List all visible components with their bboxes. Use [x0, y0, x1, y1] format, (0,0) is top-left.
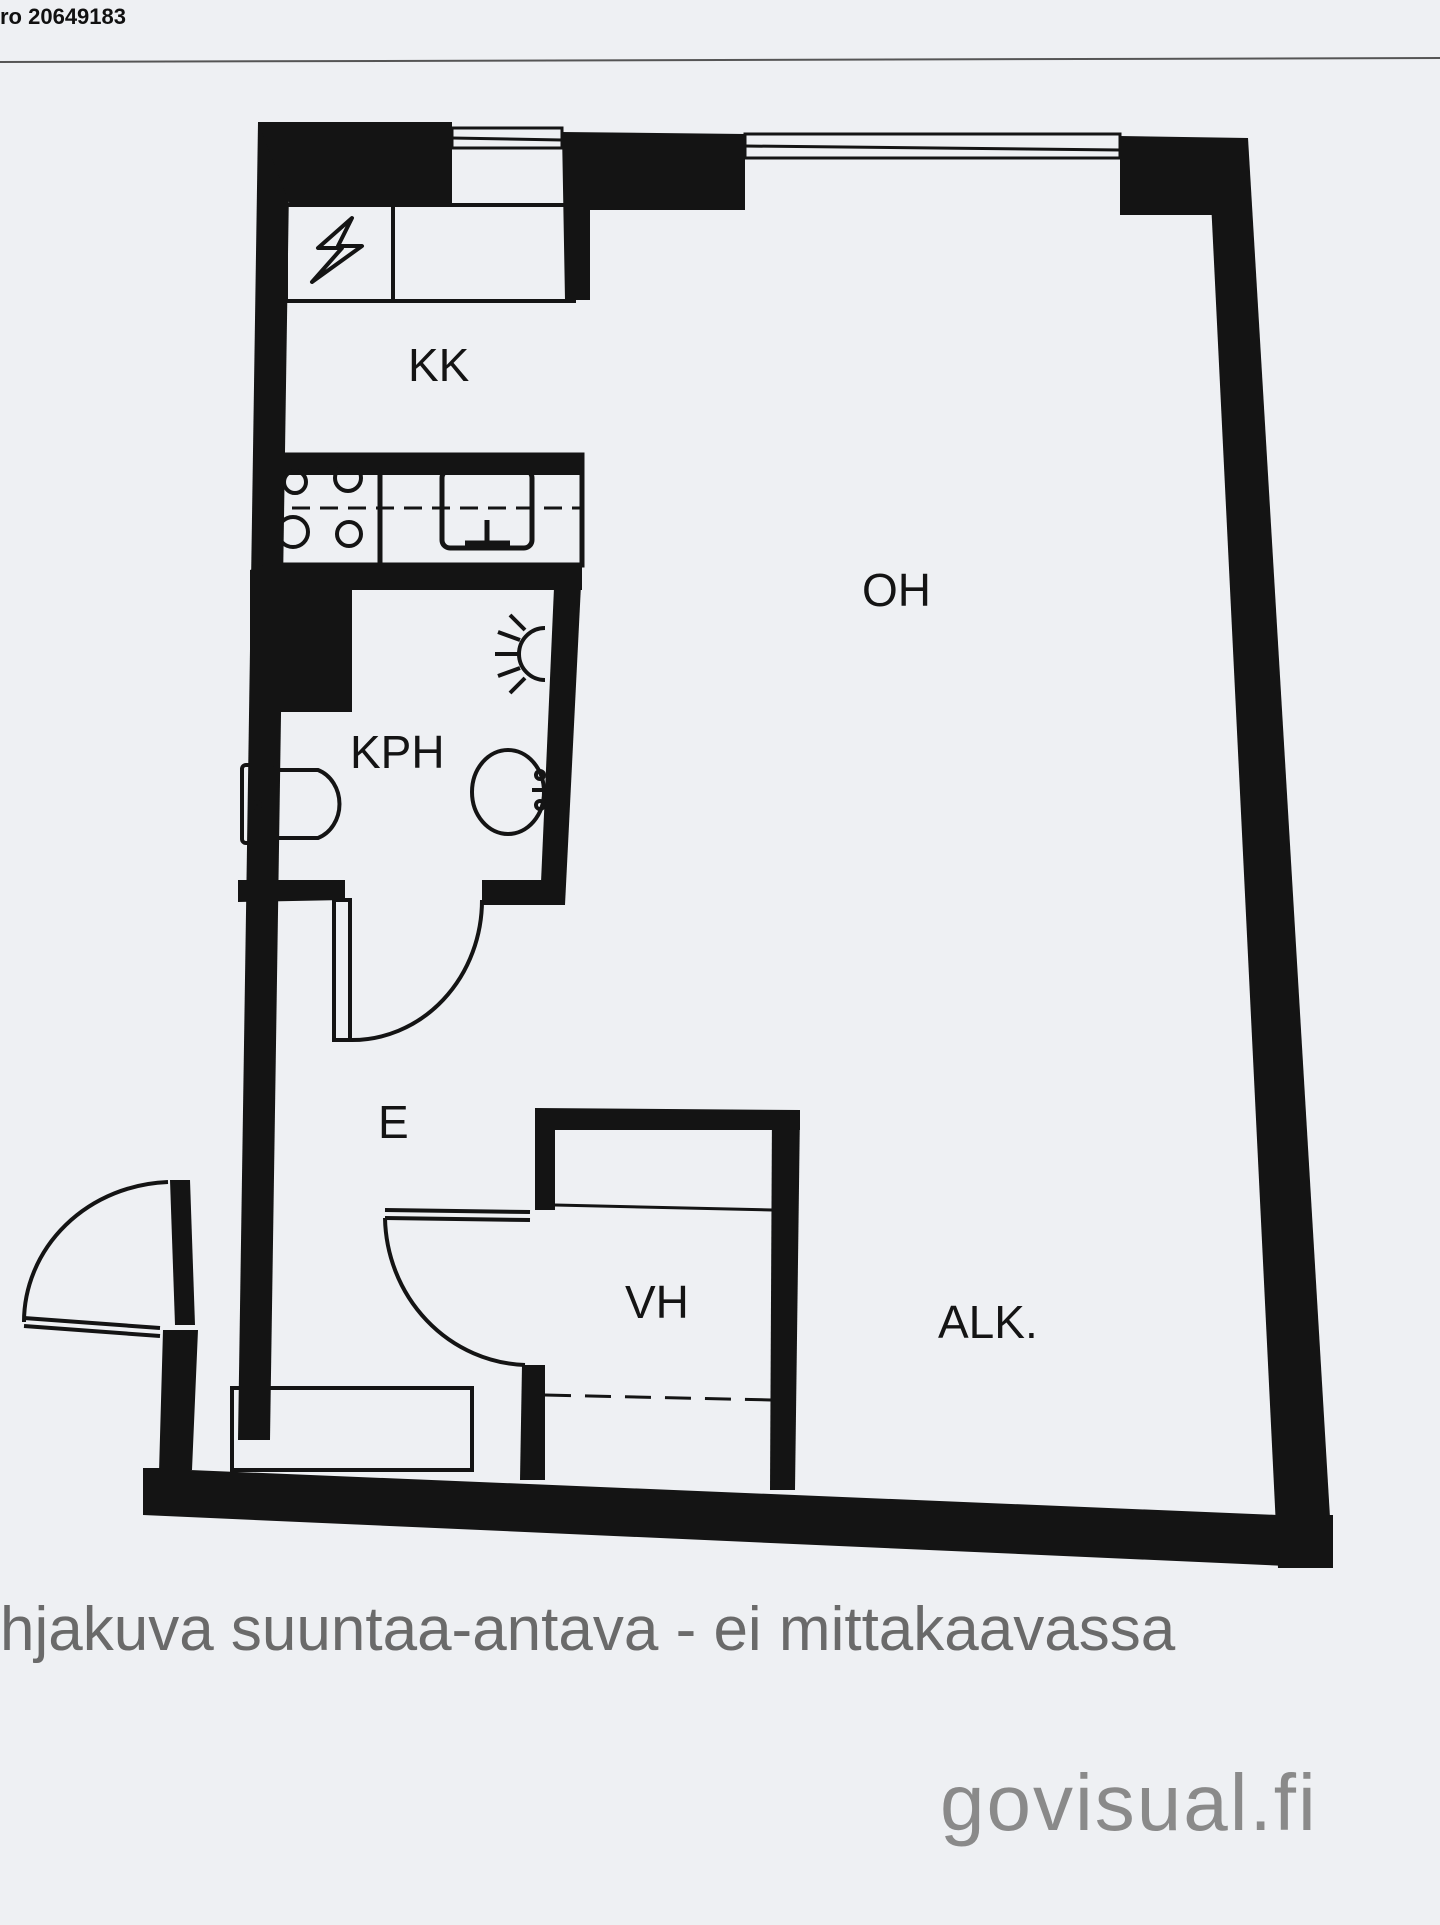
room-label-hall: E [378, 1096, 409, 1148]
disclaimer-caption: hjakuva suuntaa-antava - ei mittakaavass… [0, 1595, 1176, 1664]
bottom-wall [143, 1468, 1333, 1568]
top-wall-left [258, 122, 452, 205]
wardrobe-shelves [544, 1203, 773, 1402]
top-wall-middle [562, 132, 745, 300]
shower-icon [495, 613, 546, 695]
wardrobe-door[interactable] [383, 1208, 531, 1367]
left-wall-lower [143, 1330, 198, 1508]
bathroom-bottom-right-wall [482, 880, 565, 905]
bathroom-top-wall [250, 565, 582, 712]
stove-icon [276, 463, 363, 549]
brand-logo-text: govisual.fi [940, 1758, 1318, 1847]
wardrobe-right-wall [770, 1110, 800, 1490]
room-label-wardrobe: VH [625, 1276, 689, 1328]
windows [450, 126, 1122, 160]
washbasin-icon [470, 748, 548, 836]
room-label-kitchen: KK [408, 339, 470, 391]
bathroom-right-wall [540, 565, 582, 905]
bathroom-walls [238, 565, 582, 905]
left-wall-stub [170, 1180, 195, 1325]
room-label-alcove: ALK. [938, 1296, 1038, 1348]
left-wall-upper [238, 122, 290, 1440]
outer-walls [143, 122, 1333, 1568]
wardrobe-walls [520, 1108, 800, 1490]
listing-id: ro 20649183 [0, 4, 126, 29]
header-strip: ro 20649183 [0, 4, 1440, 63]
toilet-icon [240, 763, 342, 845]
wardrobe-top-wall [535, 1108, 800, 1210]
wardrobe-left-wall [520, 1365, 545, 1480]
kitchen-lower-counter [261, 452, 585, 568]
entrance-door[interactable] [21, 1180, 169, 1338]
room-label-bathroom: KPH [350, 726, 445, 778]
hall-shelf [230, 1386, 474, 1472]
room-label-living: OH [862, 564, 931, 616]
kitchen-upper-counter [284, 203, 576, 303]
right-wall [1208, 138, 1333, 1568]
sink-icon [439, 467, 535, 551]
bathroom-door[interactable] [332, 898, 484, 1043]
electric-panel-icon [310, 216, 364, 284]
bathroom-bottom-left-wall [238, 880, 345, 902]
